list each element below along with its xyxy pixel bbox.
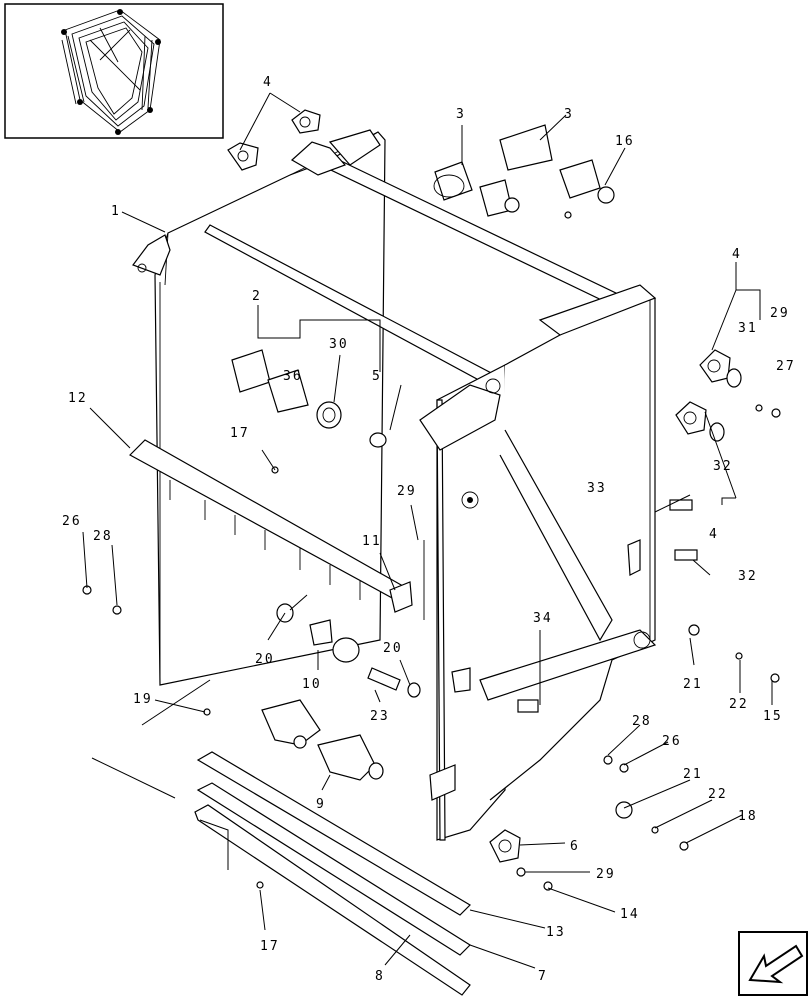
label-26: 26: [662, 734, 682, 749]
bottom-angle-bars: [194, 751, 471, 996]
label-22: 22: [708, 787, 728, 802]
label-32: 31: [738, 321, 758, 336]
label-21: 21: [683, 767, 703, 782]
label-7: 7: [538, 969, 548, 984]
label-26: 26: [62, 514, 82, 529]
label-8: 8: [375, 969, 385, 984]
label-18: 19: [133, 692, 153, 707]
label-4: 4: [263, 75, 273, 90]
bearing-flange-parts: [227, 109, 742, 863]
label-31: 30: [329, 337, 349, 352]
hardware: [82, 211, 781, 891]
label-27: 27: [776, 359, 796, 374]
label-21: 21: [683, 677, 703, 692]
label-3: 3: [456, 107, 466, 122]
label-1: 1: [111, 204, 121, 219]
label-10: 10: [302, 677, 322, 692]
label-33: 32: [738, 569, 758, 584]
label-3: 3: [564, 107, 574, 122]
label-6: 6: [570, 839, 580, 854]
label-20: 20: [255, 652, 275, 667]
label-22: 22: [729, 697, 749, 712]
label-14: 14: [620, 907, 640, 922]
label-2: 2: [252, 289, 262, 304]
label-16: 16: [615, 134, 635, 149]
label-11: 11: [362, 534, 382, 549]
leader-lines: [82, 92, 773, 969]
label-29: 29: [596, 867, 616, 882]
label-9: 9: [316, 797, 326, 812]
label-17: 17: [230, 426, 250, 441]
label-13: 13: [546, 925, 566, 940]
inset-view: [4, 3, 224, 139]
label-12: 12: [68, 391, 88, 406]
label-34: 33: [587, 481, 607, 496]
label-4: 4: [732, 247, 742, 262]
label-20: 20: [383, 641, 403, 656]
label-4: 4: [709, 527, 719, 542]
label-15: 15: [763, 709, 783, 724]
label-29: 29: [770, 306, 790, 321]
label-28: 28: [632, 714, 652, 729]
label-28: 28: [93, 529, 113, 544]
right-side-plate: [419, 284, 657, 841]
belt-guide-bar: [129, 439, 413, 613]
previous-page-arrow-icon[interactable]: [738, 931, 808, 996]
roller-parts: [231, 124, 615, 781]
label-17: 17: [260, 939, 280, 954]
label-19: 18: [738, 809, 758, 824]
label-36: 36: [283, 369, 303, 384]
label-35: 34: [533, 611, 553, 626]
label-23: 23: [370, 709, 390, 724]
label-5: 5: [372, 369, 382, 384]
label-32: 32: [713, 459, 733, 474]
label-30: 29: [397, 484, 417, 499]
part-labels: 4 1 2 3 3 16 4 31 29 27 30 36 5 12 17 32…: [62, 75, 796, 984]
